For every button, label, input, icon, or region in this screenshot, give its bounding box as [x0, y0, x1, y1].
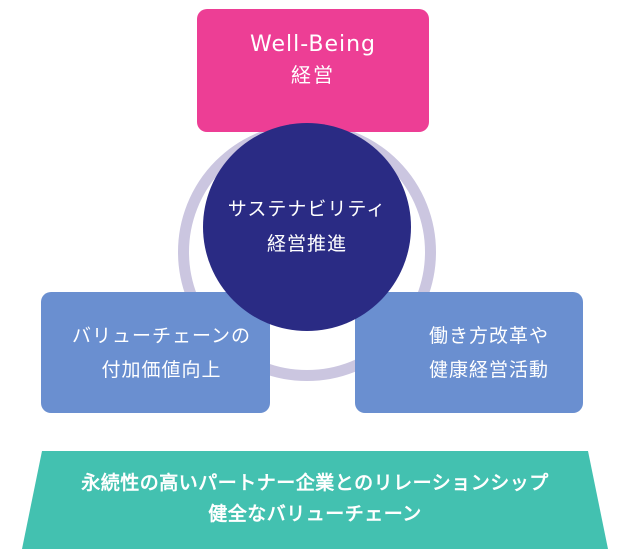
banner-line1: 永続性の高いパートナー企業とのリレーションシップ — [81, 472, 549, 494]
value-chain-line1: バリューチェーンの — [71, 324, 252, 347]
foundation-banner: 永続性の高いパートナー企業とのリレーションシップ 健全なバリューチェーン — [0, 451, 630, 551]
banner-text: 永続性の高いパートナー企業とのリレーションシップ 健全なバリューチェーン — [0, 468, 630, 530]
work-style-line1: 働き方改革や — [428, 324, 549, 347]
banner-shape — [22, 451, 608, 549]
well-being-title: Well-Being — [249, 31, 377, 57]
center-line1: サステナビリティ — [227, 198, 387, 220]
banner-trapezoid — [22, 451, 608, 549]
well-being-management-box: Well-Being 経営 — [197, 9, 429, 132]
work-style-box: 働き方改革や 健康経営活動 — [355, 292, 583, 413]
work-style-line2: 健康経営活動 — [428, 358, 549, 381]
sustainability-center-circle: サステナビリティ 経営推進 — [203, 123, 411, 331]
well-being-subtitle: 経営 — [291, 62, 335, 87]
banner-line2: 健全なバリューチェーン — [208, 503, 422, 525]
value-chain-line2: 付加価値向上 — [101, 358, 222, 381]
value-chain-box: バリューチェーンの 付加価値向上 — [41, 292, 270, 413]
center-line2: 経営推進 — [266, 233, 347, 255]
